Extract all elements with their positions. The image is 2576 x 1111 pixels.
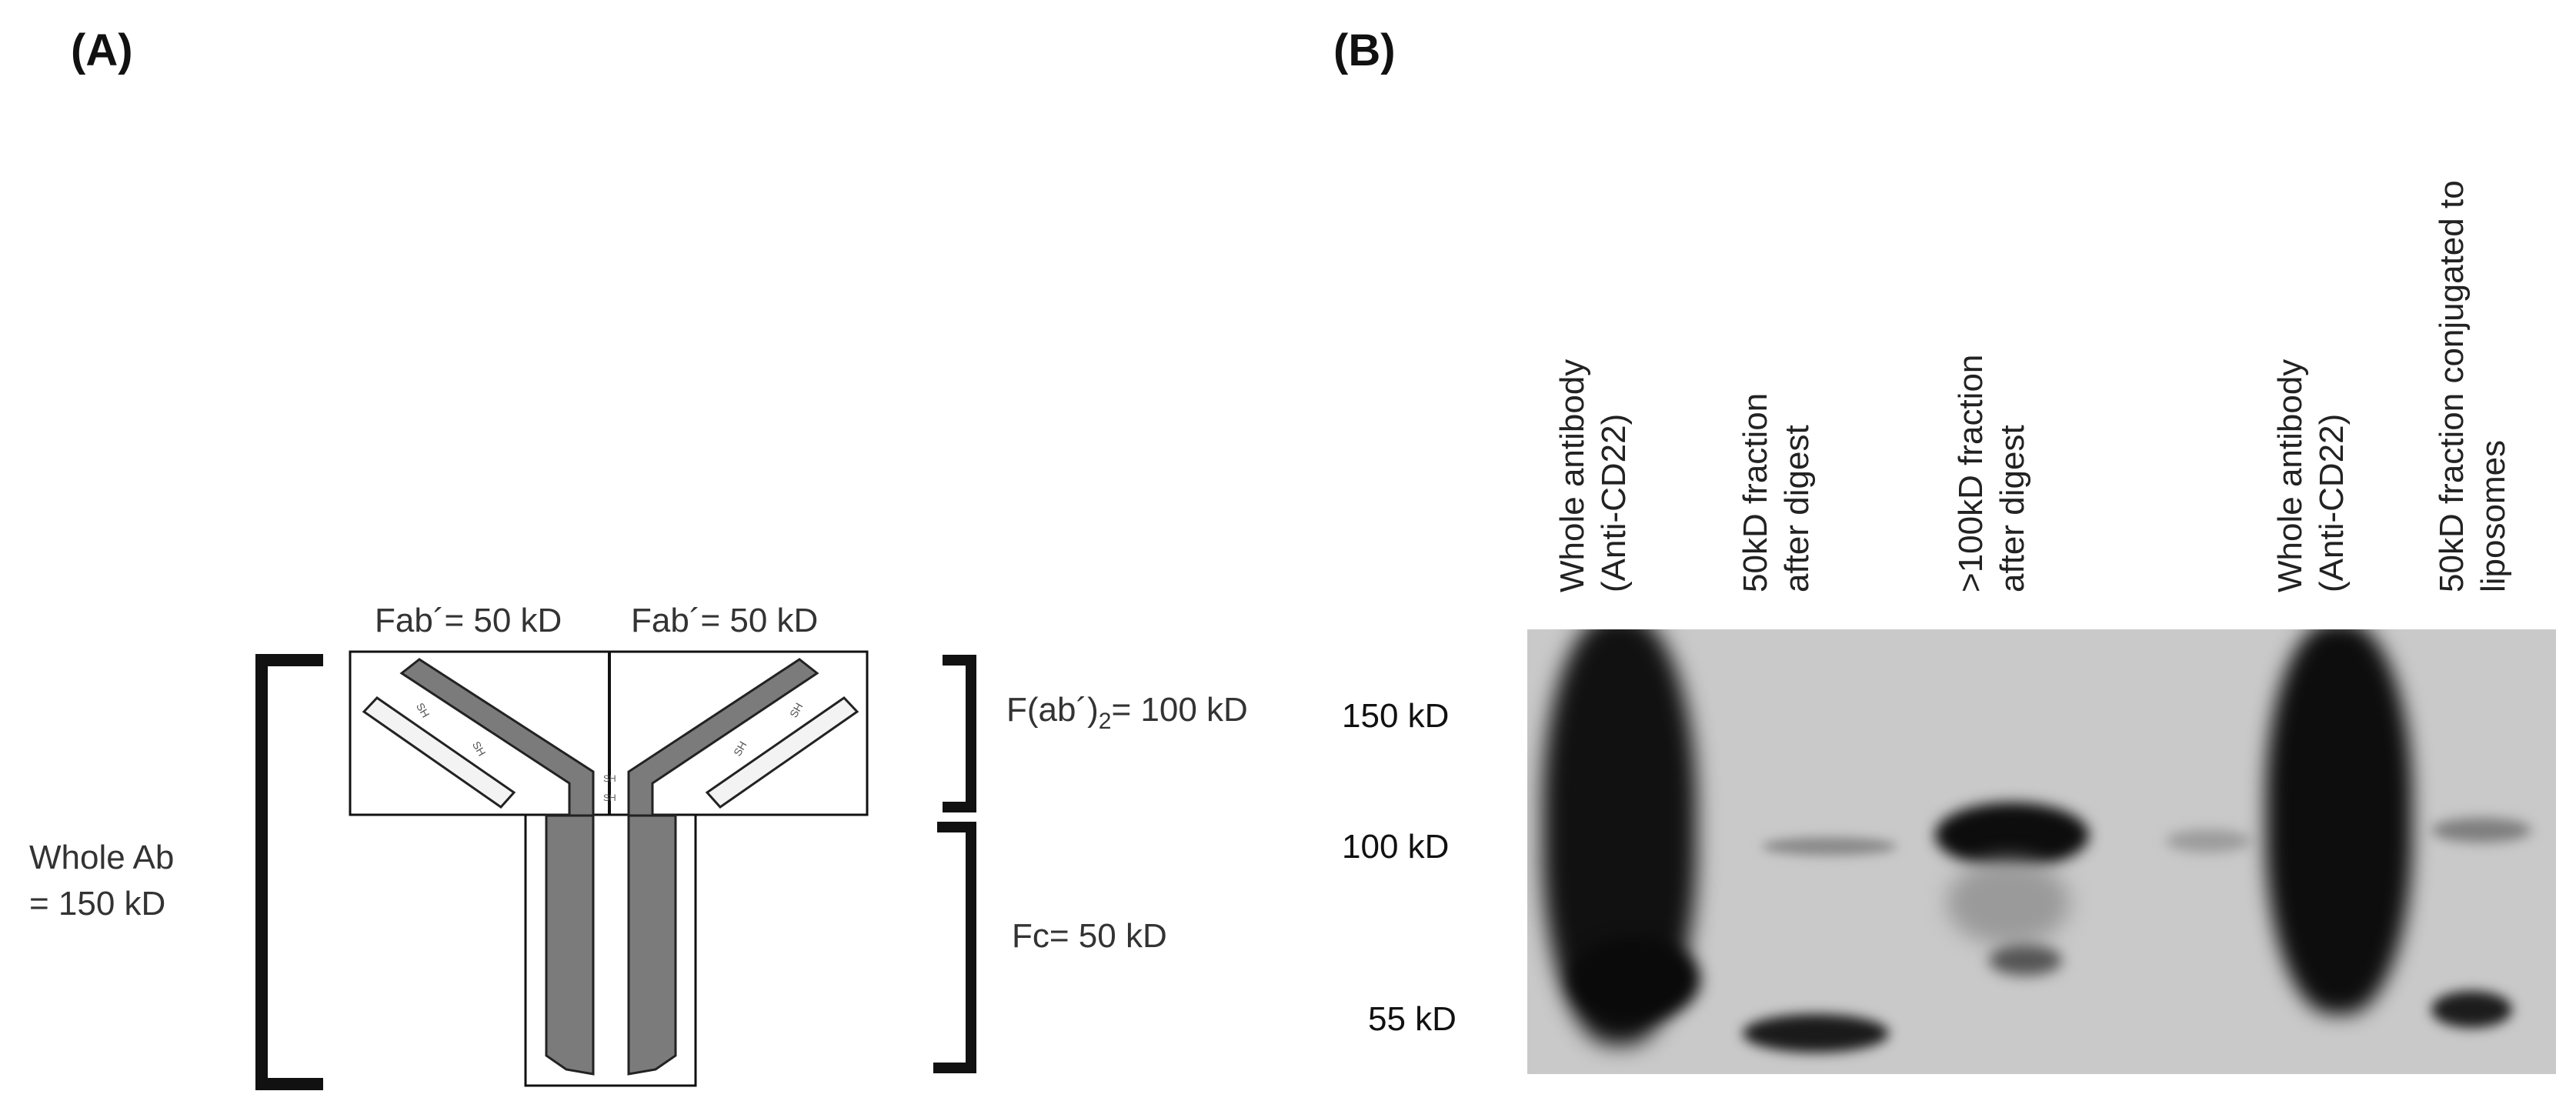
panel-b-label: (B) bbox=[1333, 25, 1396, 75]
lane-label-1: Whole antibody (Anti-CD22) bbox=[1552, 359, 1635, 592]
whole-ab-label-line2: = 150 kD bbox=[29, 885, 166, 922]
fab2-value: = 100 kD bbox=[1111, 691, 1248, 729]
light-chain-left bbox=[362, 696, 516, 809]
lane-label-line: 50kD fraction conjugated to bbox=[2433, 180, 2471, 592]
sh-mark: SH bbox=[603, 792, 616, 803]
blot-band bbox=[1989, 945, 2062, 976]
lane-label-2: 50kD fraction after digest bbox=[1735, 393, 1818, 592]
lane-label-3: >100kD fraction after digest bbox=[1950, 355, 2034, 592]
fc-label: Fc= 50 kD bbox=[1012, 917, 1167, 955]
blot-band bbox=[1743, 1014, 1889, 1053]
blot-band bbox=[2166, 829, 2251, 852]
whole-ab-bracket bbox=[255, 654, 323, 1090]
blot-band bbox=[1570, 937, 1700, 1022]
blot-band bbox=[1762, 837, 1897, 856]
heavy-chain-right-stem bbox=[627, 814, 677, 1076]
fc-bracket bbox=[933, 822, 976, 1073]
lane-label-line: Whole antibody bbox=[2271, 359, 2309, 592]
light-chain-right bbox=[705, 696, 859, 809]
blot-band bbox=[1947, 860, 2070, 945]
fab-left-label: Fab´= 50 kD bbox=[375, 602, 562, 639]
lane-label-line: (Anti-CD22) bbox=[2313, 413, 2351, 592]
lane-label-line: after digest bbox=[1778, 425, 1816, 592]
lane-label-line: (Anti-CD22) bbox=[1595, 413, 1633, 592]
fab2-text: F(ab´) bbox=[1006, 691, 1099, 729]
blot-band bbox=[2266, 629, 2412, 1014]
fab2-bracket bbox=[943, 655, 976, 812]
whole-ab-label-line1: Whole Ab bbox=[29, 839, 175, 876]
lane-label-4: Whole antibody (Anti-CD22) bbox=[2270, 359, 2353, 592]
lane-label-line: after digest bbox=[1994, 425, 2031, 592]
blot-band bbox=[2431, 818, 2531, 842]
lane-label-line: liposomes bbox=[2474, 439, 2512, 592]
panel-a-label: (A) bbox=[71, 25, 133, 75]
fab2-subscript: 2 bbox=[1098, 708, 1112, 734]
marker-55: 55 kD bbox=[1368, 1000, 1457, 1038]
lane-label-line: >100kD fraction bbox=[1952, 354, 1990, 592]
lane-label-line: 50kD fraction bbox=[1737, 392, 1774, 592]
marker-150: 150 kD bbox=[1342, 697, 1450, 735]
marker-100: 100 kD bbox=[1342, 828, 1450, 866]
blot-band bbox=[1935, 802, 2089, 868]
lane-label-5: 50kD fraction conjugated to liposomes bbox=[2431, 180, 2514, 592]
fab-right-label: Fab´= 50 kD bbox=[631, 602, 819, 639]
lane-label-line: Whole antibody bbox=[1553, 359, 1591, 592]
sh-mark: SH bbox=[603, 773, 616, 784]
western-blot bbox=[1527, 629, 2556, 1074]
blot-band bbox=[2431, 991, 2512, 1028]
heavy-chain-left-stem bbox=[545, 814, 595, 1076]
fab2-label: F(ab´)2= 100 kD bbox=[1006, 691, 1248, 735]
